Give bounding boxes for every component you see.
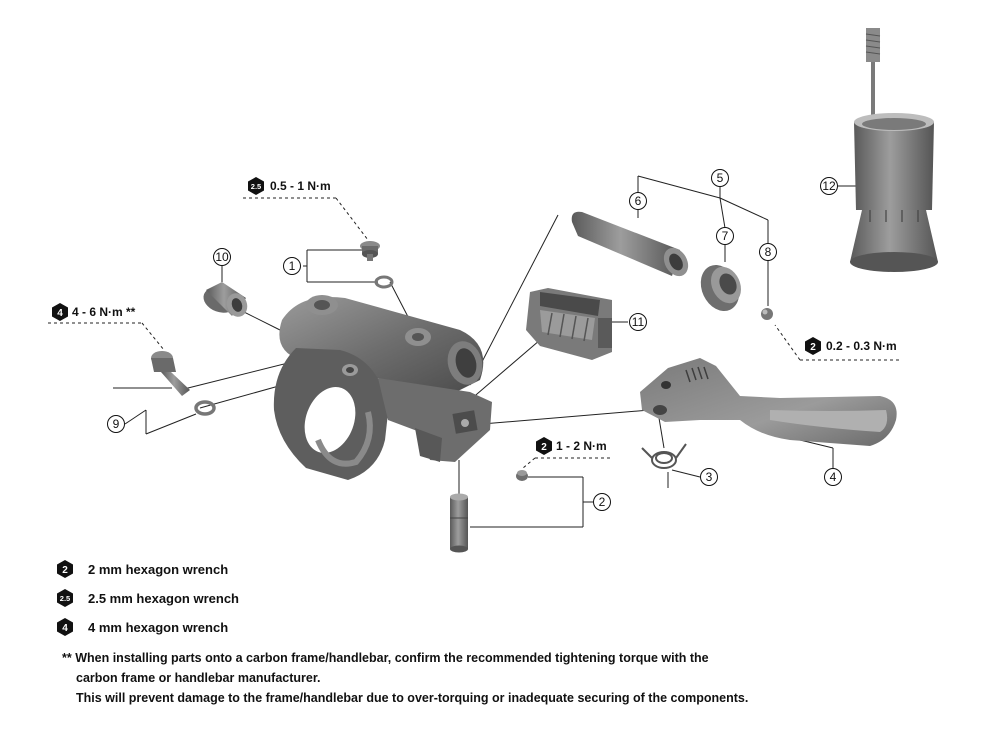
svg-text:1: 1 <box>289 259 296 273</box>
part-11-cover <box>526 288 612 360</box>
callout-2: 2 <box>593 493 611 511</box>
legend-item-2mm: 2 2 mm hexagon wrench <box>56 559 228 579</box>
svg-text:5: 5 <box>717 171 724 185</box>
hexagon-wrench-icon: 2 <box>57 560 73 578</box>
legend-item-4mm: 4 4 mm hexagon wrench <box>56 617 228 637</box>
svg-text:8: 8 <box>765 245 772 259</box>
svg-text:2.5: 2.5 <box>60 594 70 603</box>
torque-spec-top: 2.5 0.5 - 1 N·m <box>248 177 331 195</box>
part-9-clamp-bolt <box>151 351 216 416</box>
svg-text:10: 10 <box>215 250 229 264</box>
callout-6: 6 <box>629 192 647 210</box>
part-3-spring <box>641 443 687 469</box>
hexagon-wrench-icon: 2.5 <box>57 589 73 607</box>
svg-text:4: 4 <box>62 623 68 634</box>
callout-12: 12 <box>820 177 838 195</box>
torque-spec-right: 2 0.2 - 0.3 N·m <box>805 337 897 355</box>
callout-4: 4 <box>824 468 842 486</box>
svg-text:7: 7 <box>722 229 729 243</box>
svg-text:4: 4 <box>830 470 837 484</box>
svg-text:2: 2 <box>599 495 606 509</box>
part-2-set-screw <box>516 470 528 481</box>
carbon-torque-footnote: ** When installing parts onto a carbon f… <box>62 648 822 708</box>
callout-9: 9 <box>107 415 125 433</box>
svg-text:3: 3 <box>706 470 713 484</box>
svg-text:11: 11 <box>632 315 645 329</box>
leader-lines <box>113 175 856 528</box>
svg-text:1 - 2 N·m: 1 - 2 N·m <box>556 439 607 453</box>
svg-text:2: 2 <box>541 442 547 453</box>
svg-text:9: 9 <box>113 417 120 431</box>
svg-text:2.5: 2.5 <box>251 182 261 191</box>
part-4-lever-blade <box>640 358 897 446</box>
torque-dashed-lines <box>48 197 900 469</box>
callout-5: 5 <box>711 169 729 187</box>
part-7-cap <box>700 264 742 312</box>
callout-8: 8 <box>759 243 777 261</box>
callout-11: 11 <box>629 313 647 331</box>
legend-text: 2 mm hexagon wrench <box>88 561 229 577</box>
svg-text:4: 4 <box>57 308 63 319</box>
svg-text:4 - 6 N·m **: 4 - 6 N·m ** <box>72 305 136 319</box>
svg-text:12: 12 <box>822 179 836 193</box>
callout-1: 1 <box>283 257 301 275</box>
footnote-marker: ** <box>62 651 72 665</box>
part-10-bushing <box>203 282 248 317</box>
part-12-bleed-funnel <box>850 28 938 272</box>
hexagon-wrench-icon: 4 <box>57 618 73 636</box>
svg-text:0.2 - 0.3 N·m: 0.2 - 0.3 N·m <box>826 339 897 353</box>
callout-7: 7 <box>716 227 734 245</box>
part-8-ball <box>761 308 773 320</box>
footnote-line-3: This will prevent damage to the frame/ha… <box>76 691 749 705</box>
callout-3: 3 <box>700 468 718 486</box>
main-lever-body <box>273 295 492 480</box>
svg-text:0.5 - 1 N·m: 0.5 - 1 N·m <box>270 179 331 193</box>
legend-text: 2.5 mm hexagon wrench <box>88 590 239 606</box>
part-2-pin <box>450 493 468 553</box>
footnote-line-2: carbon frame or handlebar manufacturer. <box>76 671 321 685</box>
svg-text:2: 2 <box>810 342 816 353</box>
torque-spec-left: 4 4 - 6 N·m ** <box>52 303 136 321</box>
legend-text: 4 mm hexagon wrench <box>88 619 229 635</box>
part-1-bolt-and-washer <box>360 241 394 289</box>
torque-spec-center: 2 1 - 2 N·m <box>536 437 607 455</box>
legend-item-2-5mm: 2.5 2.5 mm hexagon wrench <box>56 588 239 608</box>
svg-text:2: 2 <box>62 565 68 576</box>
footnote-line-1: When installing parts onto a carbon fram… <box>75 651 709 665</box>
callout-10: 10 <box>213 248 231 266</box>
part-6-grip-tube <box>571 211 689 277</box>
svg-text:6: 6 <box>635 194 642 208</box>
